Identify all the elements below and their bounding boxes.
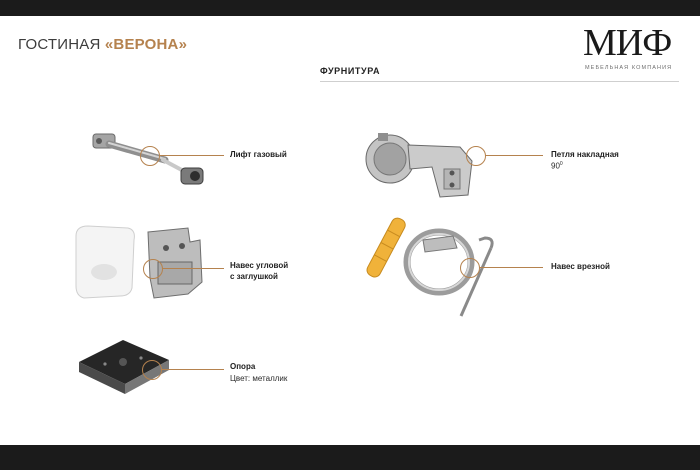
- overlay-hinge-marker: [466, 146, 486, 166]
- corner-hinge-image: [75, 225, 203, 299]
- overlay-hinge-label: Петля накладная: [551, 150, 619, 159]
- gas-lift-leader: [159, 155, 224, 156]
- overlay-hinge-image: [365, 133, 473, 198]
- corner-hinge-label-line2: с заглушкой: [230, 272, 278, 281]
- gas-lift-marker: [140, 146, 160, 166]
- logo-subtitle: МЕБЕЛЬНАЯ КОМПАНИЯ: [585, 65, 673, 71]
- page-title: ГОСТИНАЯ «ВЕРОНА»: [18, 36, 187, 53]
- overlay-hinge-leader: [485, 155, 543, 156]
- logo-main: МИФ: [583, 22, 672, 64]
- mortise-hinge-marker: [460, 258, 480, 278]
- support-marker: [142, 360, 162, 380]
- corner-hinge-marker: [143, 259, 163, 279]
- gas-lift-label: Лифт газовый: [230, 150, 287, 159]
- corner-hinge-leader: [162, 268, 224, 269]
- section-title: ФУРНИТУРА: [320, 66, 381, 76]
- mortise-hinge-label: Навес врезной: [551, 262, 610, 271]
- title-prefix: ГОСТИНАЯ: [18, 36, 105, 53]
- corner-hinge-label-line1: Навес угловой: [230, 261, 289, 270]
- support-label: Опора: [230, 362, 256, 371]
- mortise-hinge-leader: [479, 267, 543, 268]
- support-color: Цвет: металлик: [230, 374, 288, 383]
- title-name: «ВЕРОНА»: [104, 36, 188, 53]
- section-divider: [320, 81, 679, 82]
- support-leader: [161, 369, 224, 370]
- overlay-hinge-angle: 900: [551, 161, 563, 171]
- top-bar: [0, 0, 700, 16]
- bottom-bar: [0, 445, 700, 470]
- overlay-hinge-angle-value: 90: [551, 161, 560, 171]
- mortise-hinge-image: [366, 217, 494, 317]
- company-logo: МИФ МЕБЕЛЬНАЯ КОМПАНИЯ: [583, 22, 683, 72]
